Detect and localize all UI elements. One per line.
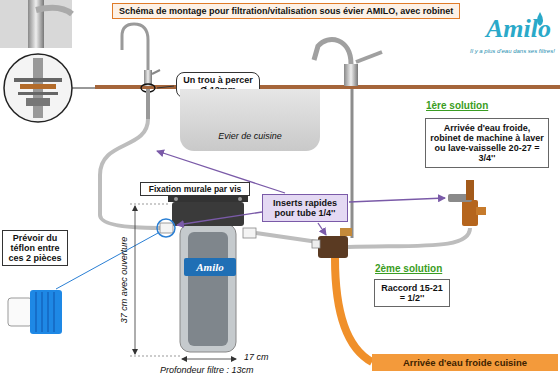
flex-hose — [351, 89, 354, 238]
box-text: Arrivée d'eau froide, robinet de machine… — [430, 123, 544, 163]
filter-outlet — [243, 228, 256, 238]
filter-inlet — [160, 223, 173, 233]
push-fit — [312, 240, 320, 248]
sink-basin: Evier de cuisine — [180, 89, 320, 151]
filter-head — [172, 202, 244, 226]
solution-box: 2ème solutionRaccord 15-21 = 1/2'' — [374, 279, 450, 307]
faucet-shank — [146, 89, 150, 119]
dimension-label: Profondeur filtre : 13cm — [160, 365, 254, 375]
solution-heading: 2ème solution — [375, 263, 442, 274]
tee-valve — [318, 236, 348, 258]
photo — [0, 0, 72, 48]
dimension-line — [135, 206, 136, 354]
filter-housing — [180, 224, 236, 352]
pointer-arrow — [177, 212, 262, 225]
wall-bracket — [168, 196, 248, 202]
mixer-body — [344, 64, 358, 86]
leader-line — [56, 233, 158, 289]
dimension-label: 37 cm avec ouverture — [119, 237, 129, 324]
callout-box: Fixation murale par vis — [140, 182, 250, 196]
logo-text: Amilo — [486, 14, 551, 44]
leader-line — [157, 86, 174, 88]
logo-tagline: Il y a plus d'eau dans ses filtres! — [470, 48, 555, 54]
callout-box: Prévoir du téflon entre ces 2 pièces — [2, 230, 68, 266]
faucet-lever — [152, 70, 160, 74]
washer — [18, 92, 58, 95]
orange-hose — [335, 258, 372, 362]
solution-box: 1ère solutionArrivée d'eau froide, robin… — [425, 118, 549, 168]
detail-circle — [157, 219, 175, 237]
zoom-circle — [4, 54, 72, 122]
tube — [348, 228, 470, 247]
callout-box: Inserts rapides pour tube 1/4'' — [262, 194, 348, 222]
valve-outlet — [476, 207, 486, 215]
washing-machine-valve — [462, 200, 478, 226]
pointer-arrow — [318, 223, 326, 235]
countertop — [95, 85, 560, 89]
photo-spout — [36, 8, 72, 14]
valve-handle — [340, 228, 352, 236]
filter-label — [184, 258, 236, 276]
solution-heading: 1ère solution — [426, 100, 488, 111]
filter-cartridge — [188, 232, 228, 346]
gasket — [20, 84, 56, 89]
box-text: Inserts rapides pour tube 1/4'' — [266, 198, 344, 218]
filter-brand: Amilo — [196, 261, 224, 273]
dimension-label: 17 cm — [244, 352, 269, 362]
box-text: Prévoir du téflon entre ces 2 pièces — [5, 233, 65, 263]
title-box: Schéma de montage pour filtration/vitali… — [112, 3, 460, 19]
box-text: Raccord 15-21 = 1/2'' — [378, 283, 446, 303]
nut — [26, 98, 50, 106]
washer — [14, 78, 62, 82]
tube — [256, 233, 318, 242]
supply-band: Arrivée d'eau froide cuisine — [372, 354, 558, 371]
threaded-part — [30, 290, 62, 334]
dimension-line — [182, 359, 236, 360]
push-fit-part — [8, 298, 32, 326]
mixer-spout — [314, 40, 351, 64]
box-text: Arrivée d'eau froide cuisine — [372, 357, 558, 368]
mixer-handle — [356, 52, 382, 62]
thread — [36, 292, 54, 332]
tube — [100, 119, 160, 228]
box-text: Fixation murale par vis — [144, 184, 246, 194]
valve-pipe — [466, 180, 474, 200]
pointer-arrow — [349, 198, 445, 202]
box-text: Evier de cuisine — [180, 131, 320, 141]
